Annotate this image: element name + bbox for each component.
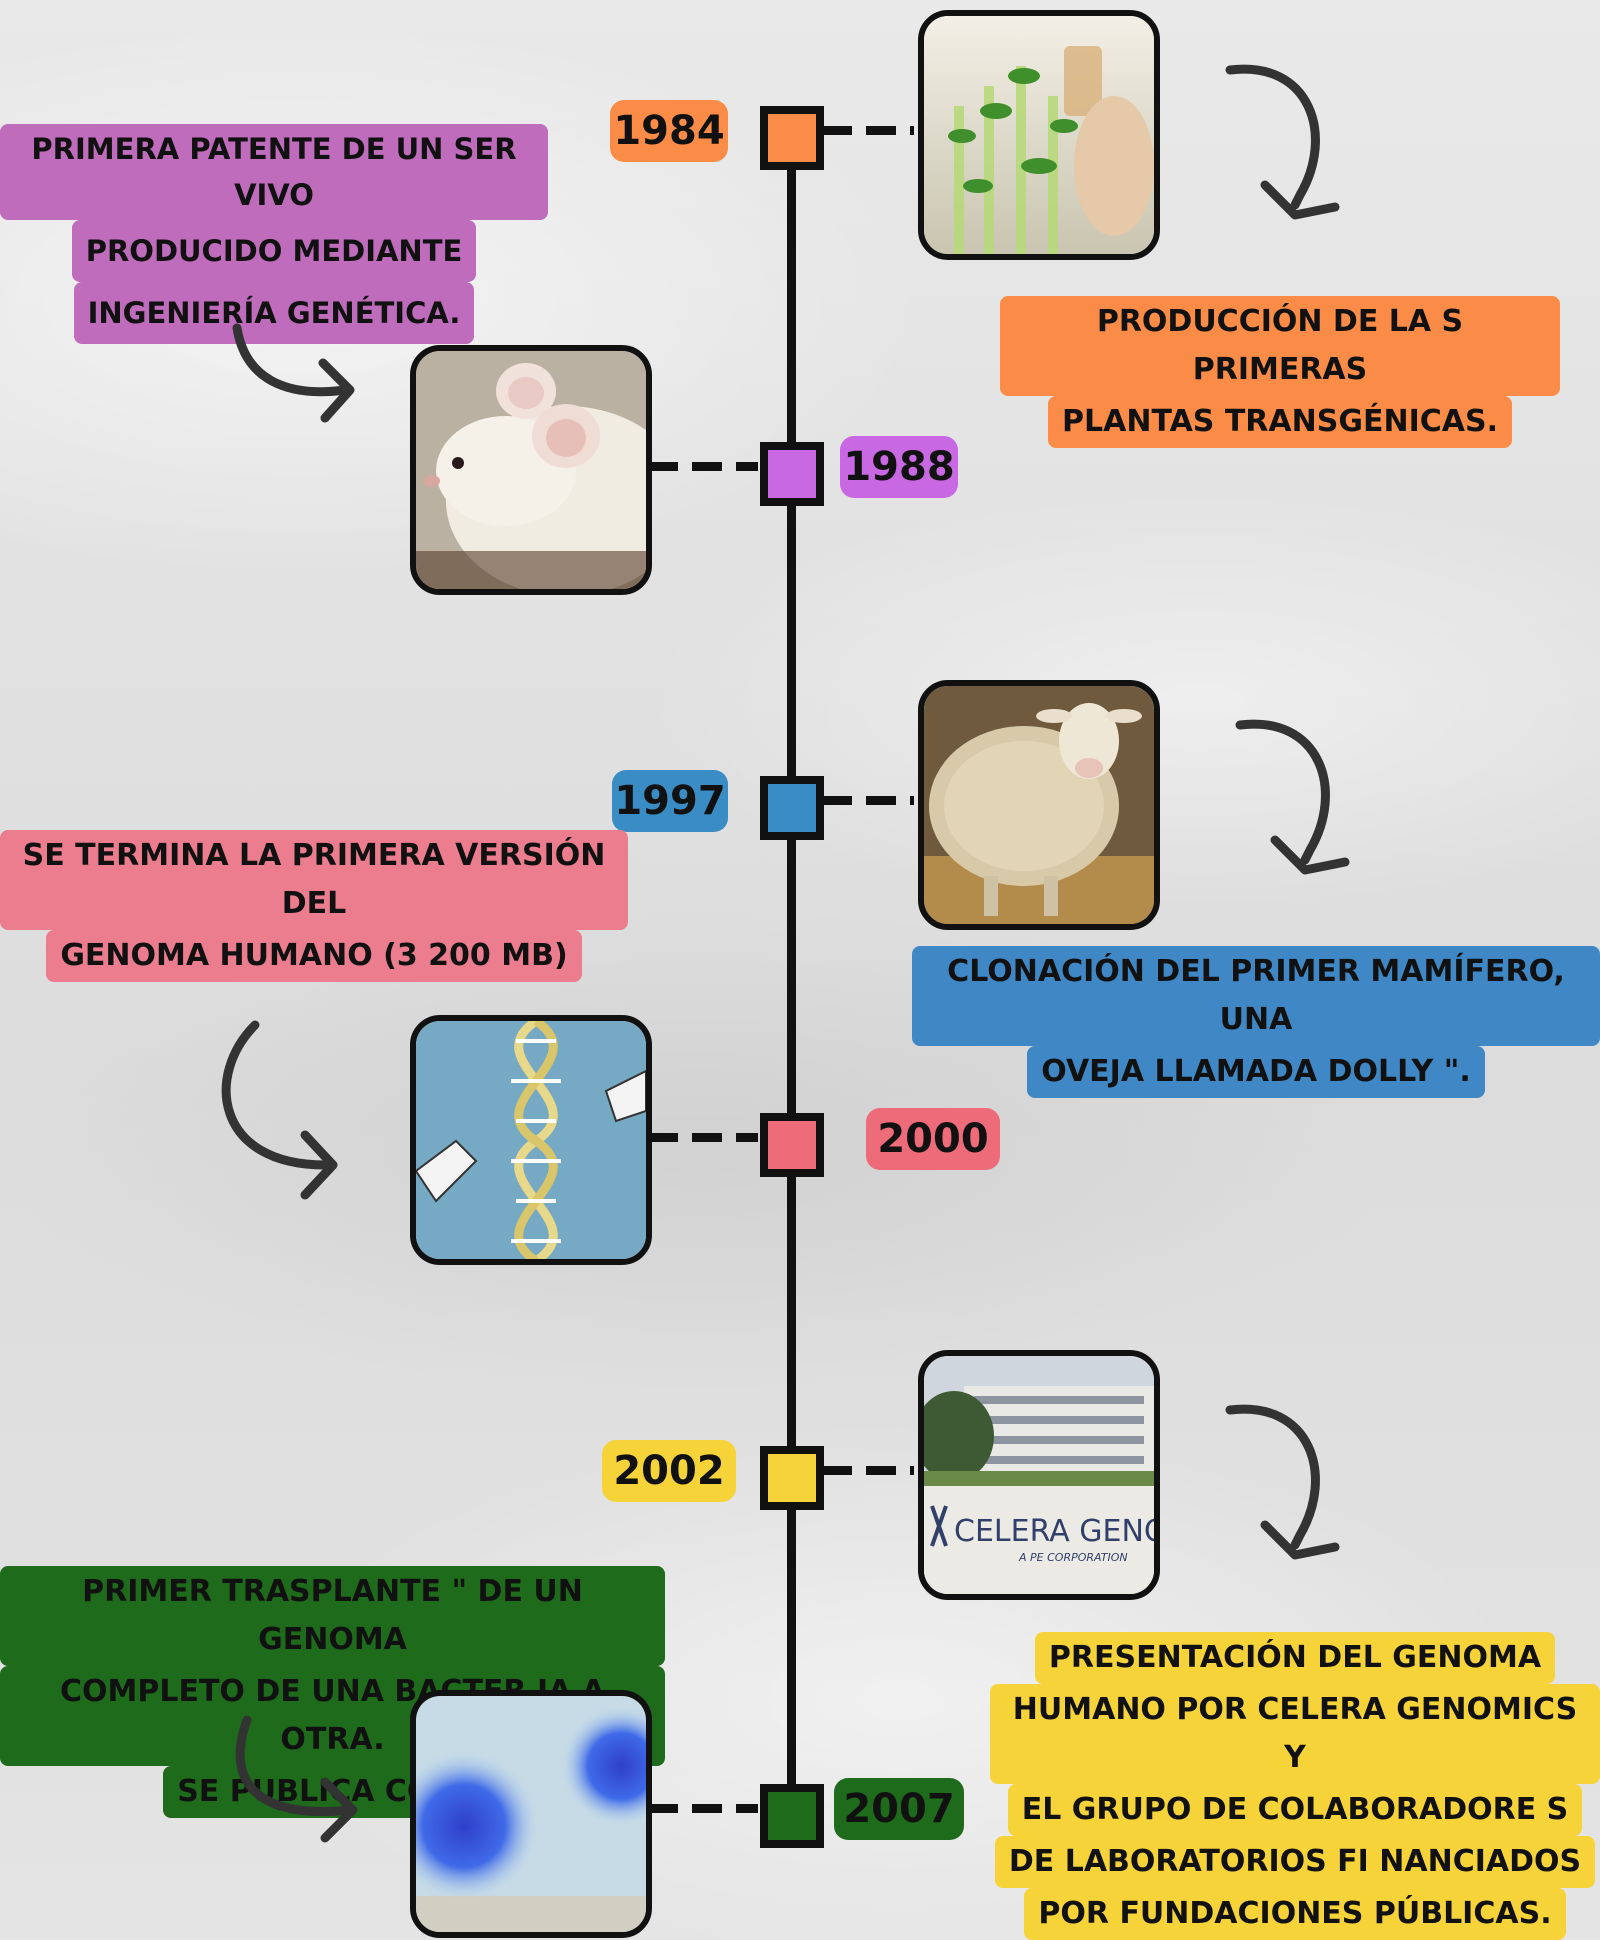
event-label-line: PRIMERA PATENTE DE UN SER VIVO [0, 124, 548, 220]
event-label-1997: SE TERMINA LA PRIMERA VERSIÓN DEL GENOMA… [0, 830, 628, 982]
timeline-node-2000 [760, 1113, 824, 1177]
dolly-sheep-icon [924, 686, 1154, 924]
bacteria-colonies-icon [416, 1696, 646, 1932]
timeline-node-1997 [760, 776, 824, 840]
celera-building-icon: CELERA GENOM A PE CORPORATION [924, 1356, 1154, 1594]
dolly-sheep-photo [918, 680, 1160, 930]
event-label-line: INGENIERÍA GENÉTICA. [73, 282, 475, 344]
year-badge-2002: 2002 [602, 1440, 736, 1502]
curved-arrow-icon [232, 323, 355, 423]
timeline-line [787, 160, 796, 1800]
event-label-1988: PRODUCCIÓN DE LA S PRIMERAS PLANTAS TRAN… [1000, 296, 1560, 448]
dna-helix-photo [410, 1015, 652, 1265]
bacteria-colonies-photo [410, 1690, 652, 1938]
year-badge-2000: 2000 [866, 1108, 1000, 1170]
curved-arrow-icon [235, 1715, 358, 1843]
event-label-line: PRODUCCIÓN DE LA S PRIMERAS [1000, 296, 1560, 396]
event-label-line: PRODUCIDO MEDIANTE [71, 220, 477, 282]
curved-arrow-icon [221, 1020, 338, 1200]
plant-test-tubes-icon [924, 16, 1154, 254]
connector-2007 [648, 1804, 758, 1813]
event-label-line: SE TERMINA LA PRIMERA VERSIÓN DEL [0, 830, 628, 930]
event-label-line: PRIMER TRASPLANTE " DE UN GENOMA [0, 1566, 665, 1666]
event-label-line: OVEJA LLAMADA DOLLY ". [1027, 1046, 1485, 1098]
event-label-line: DE LABORATORIOS FI NANCIADOS [994, 1836, 1596, 1888]
year-badge-1984: 1984 [610, 100, 728, 162]
white-mouse-photo [410, 345, 652, 595]
event-label-line: HUMANO POR CELERA GENOMICS Y [990, 1684, 1600, 1784]
event-label-line: GENOMA HUMANO (3 200 MB) [46, 930, 582, 982]
white-mouse-icon [416, 351, 646, 589]
year-badge-1997: 1997 [612, 770, 728, 832]
connector-1988 [648, 462, 758, 471]
timeline-node-1988 [760, 442, 824, 506]
event-label-1984: PRIMERA PATENTE DE UN SER VIVO PRODUCIDO… [0, 124, 548, 344]
event-label-line: POR FUNDACIONES PÚBLICAS. [1024, 1888, 1566, 1940]
year-badge-2007: 2007 [834, 1778, 964, 1840]
connector-1984 [822, 126, 914, 135]
curved-arrow-icon [1225, 1404, 1340, 1560]
plant-test-tubes-photo [918, 10, 1160, 260]
event-label-2007: PRESENTACIÓN DEL GENOMA HUMANO POR CELER… [990, 1632, 1600, 1940]
timeline-node-1984 [760, 106, 824, 170]
event-label-2002: PRIMER TRASPLANTE " DE UN GENOMA COMPLET… [0, 1566, 665, 1818]
celera-sign-subtext: A PE CORPORATION [1018, 1551, 1128, 1564]
celera-building-photo: CELERA GENOM A PE CORPORATION [918, 1350, 1160, 1600]
connector-2002 [822, 1466, 914, 1475]
curved-arrow-icon [1225, 64, 1340, 220]
dna-helix-icon [416, 1021, 646, 1259]
event-label-line: CLONACIÓN DEL PRIMER MAMÍFERO, UNA [912, 946, 1600, 1046]
timeline-node-2007 [760, 1784, 824, 1848]
celera-sign-text: CELERA GENOM [954, 1514, 1154, 1549]
event-label-line: EL GRUPO DE COLABORADORE S [1007, 1784, 1583, 1836]
event-label-line: PRESENTACIÓN DEL GENOMA [1034, 1632, 1556, 1684]
connector-1997 [822, 796, 914, 805]
event-label-line: PLANTAS TRANSGÉNICAS. [1048, 396, 1512, 448]
year-badge-1988: 1988 [840, 436, 958, 498]
connector-2000 [648, 1133, 758, 1142]
event-label-2000: CLONACIÓN DEL PRIMER MAMÍFERO, UNA OVEJA… [912, 946, 1600, 1098]
event-label-line: COMPLETO DE UNA BACTER IA A OTRA. [0, 1666, 665, 1766]
timeline-node-2002 [760, 1446, 824, 1510]
curved-arrow-icon [1235, 719, 1350, 875]
